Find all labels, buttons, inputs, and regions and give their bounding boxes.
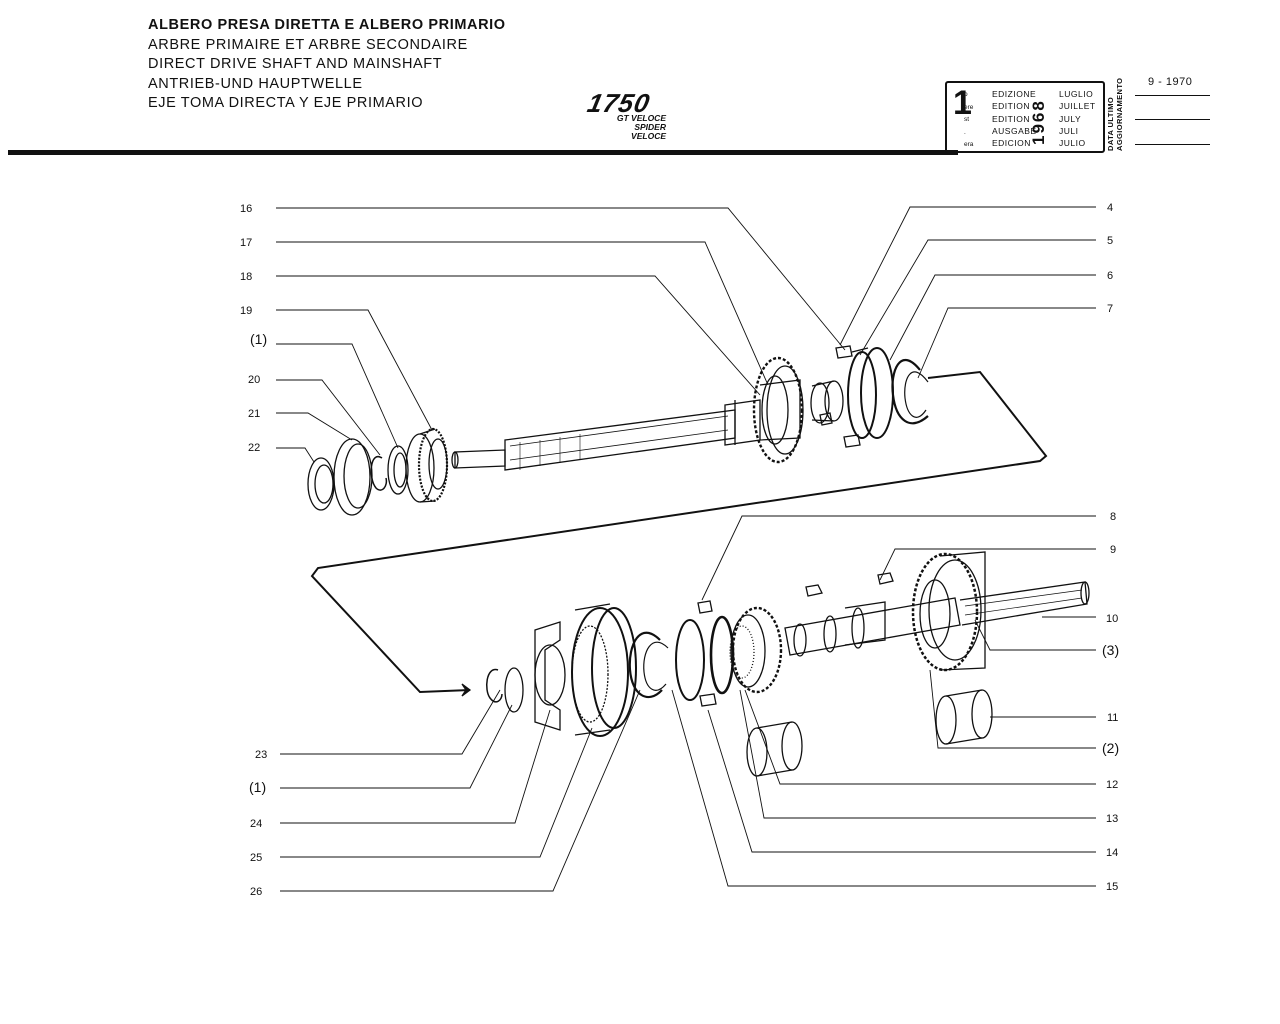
callout-label: 18 bbox=[240, 271, 252, 283]
callout-label: (1) bbox=[249, 779, 266, 795]
callout-label: 26 bbox=[250, 886, 262, 898]
needle-bearing-lower-a bbox=[746, 721, 803, 777]
callout-label: 9 bbox=[1110, 544, 1116, 556]
model-badge: 1750 GT VELOCE SPIDER VELOCE bbox=[585, 88, 666, 141]
update-date: 9 - 1970 bbox=[1148, 76, 1193, 88]
callout-label: 4 bbox=[1107, 202, 1113, 214]
title-italian: ALBERO PRESA DIRETTA E ALBERO PRIMARIO bbox=[148, 17, 506, 33]
callout-labels-right: 4 5 6 7 8 9 10 (3) 11 (2) 12 13 14 15 bbox=[1102, 202, 1119, 893]
edition-month: JULIO bbox=[1059, 138, 1086, 149]
edition-months: LUGLIO JUILLET JULY JULI JULIO bbox=[1059, 88, 1096, 149]
edition-word: EDITION bbox=[992, 101, 1030, 112]
callout-label: 11 bbox=[1107, 712, 1118, 724]
callout-label: 17 bbox=[240, 237, 252, 249]
ordinal: . bbox=[964, 128, 966, 136]
callout-label: 24 bbox=[250, 818, 262, 830]
title-french: ARBRE PRIMAIRE ET ARBRE SECONDAIRE bbox=[148, 36, 468, 53]
callout-label: 10 bbox=[1106, 613, 1118, 625]
callout-label: 8 bbox=[1110, 511, 1116, 523]
ordinal: o bbox=[964, 91, 968, 98]
title-english: DIRECT DRIVE SHAFT AND MAINSHAFT bbox=[148, 56, 443, 72]
mainshaft bbox=[784, 581, 1090, 657]
gear-large-lower bbox=[911, 551, 986, 672]
header-rule bbox=[8, 150, 958, 155]
callout-label: 25 bbox=[250, 852, 262, 864]
direct-drive-shaft bbox=[451, 399, 761, 471]
callout-label: 12 bbox=[1106, 779, 1118, 791]
callout-label: 23 bbox=[255, 749, 267, 761]
model-variants: GT VELOCE SPIDER VELOCE bbox=[604, 114, 666, 141]
edition-month: LUGLIO bbox=[1059, 89, 1094, 99]
snap-ring-lower bbox=[628, 631, 669, 699]
edition-month: JULY bbox=[1059, 113, 1082, 124]
ordinal: ere bbox=[964, 103, 974, 111]
circlip-lower bbox=[485, 668, 503, 703]
edition-word: EDIZIONE bbox=[992, 89, 1037, 99]
title-german: ANTRIEB-UND HAUPTWELLE bbox=[148, 75, 363, 92]
needle-bearing-upper bbox=[810, 380, 844, 424]
callout-label: 13 bbox=[1106, 813, 1118, 825]
callout-label: 5 bbox=[1107, 235, 1113, 247]
circlip-upper bbox=[370, 455, 388, 491]
synchro-hub-lower bbox=[534, 621, 566, 731]
title-spanish: EJE TOMA DIRECTA Y EJE PRIMARIO bbox=[148, 95, 424, 111]
update-line-3 bbox=[1135, 144, 1210, 145]
seal-upper bbox=[333, 438, 373, 516]
callout-label: 20 bbox=[248, 374, 260, 386]
callout-label: 6 bbox=[1107, 270, 1113, 282]
edition-words: EDIZIONE EDITION EDITION AUSGABE EDICION bbox=[992, 88, 1037, 149]
callout-label: 7 bbox=[1107, 303, 1113, 315]
leader-lines-left bbox=[276, 207, 846, 892]
assembly-link-arrow bbox=[461, 683, 472, 697]
gear-small-lower bbox=[729, 606, 783, 694]
callout-label: 21 bbox=[248, 408, 260, 420]
assembly-link-line bbox=[310, 370, 1048, 694]
synchro-stops-lower bbox=[697, 572, 894, 707]
edition-word: AUSGABE bbox=[992, 125, 1037, 136]
edition-ordinals: o ere st . era bbox=[964, 89, 973, 152]
edition-month: JULI bbox=[1059, 125, 1079, 136]
model-variant-spider: SPIDER VELOCE bbox=[631, 122, 666, 141]
update-line-1 bbox=[1135, 95, 1210, 96]
update-line-2 bbox=[1135, 119, 1210, 120]
callout-label: (3) bbox=[1102, 642, 1119, 658]
edition-word: EDITION bbox=[992, 113, 1030, 124]
shaft-gear-upper bbox=[752, 356, 804, 464]
callout-label: 19 bbox=[240, 305, 252, 317]
leader-lines-right bbox=[671, 206, 1096, 887]
snap-ring-upper bbox=[891, 358, 929, 425]
title-block: ALBERO PRESA DIRETTA E ALBERO PRIMARIO A… bbox=[148, 16, 506, 114]
callout-label: 15 bbox=[1106, 881, 1118, 893]
edition-number: 1 bbox=[953, 84, 972, 122]
ordinal: era bbox=[964, 141, 974, 148]
callout-labels-left: 16 17 18 19 (1) 20 21 22 23 (1) 24 25 26 bbox=[240, 203, 267, 898]
callout-label: 14 bbox=[1106, 847, 1118, 859]
callout-label: (1) bbox=[250, 331, 267, 347]
model-variant-gt: GT VELOCE bbox=[616, 113, 666, 123]
needle-bearing-lower-b bbox=[935, 689, 993, 745]
edition-month: JUILLET bbox=[1059, 101, 1096, 112]
callout-label: (2) bbox=[1102, 740, 1119, 756]
synchro-ring-lower bbox=[675, 615, 735, 701]
sleeve-hub-lower bbox=[571, 603, 637, 737]
synchro-stops-upper bbox=[819, 345, 861, 448]
spacer-upper bbox=[387, 445, 409, 495]
edition-box: 1 o ere st . era EDIZIONE EDITION EDITIO… bbox=[945, 81, 1105, 153]
ordinal: st bbox=[964, 116, 970, 123]
spacer-lower bbox=[504, 667, 524, 713]
callout-label: 16 bbox=[240, 203, 252, 215]
bearing-upper bbox=[405, 427, 449, 503]
edition-word: EDICION bbox=[992, 138, 1031, 149]
oil-seal-upper bbox=[307, 457, 335, 511]
synchro-ring-upper bbox=[847, 347, 894, 439]
callout-label: 22 bbox=[248, 442, 260, 454]
